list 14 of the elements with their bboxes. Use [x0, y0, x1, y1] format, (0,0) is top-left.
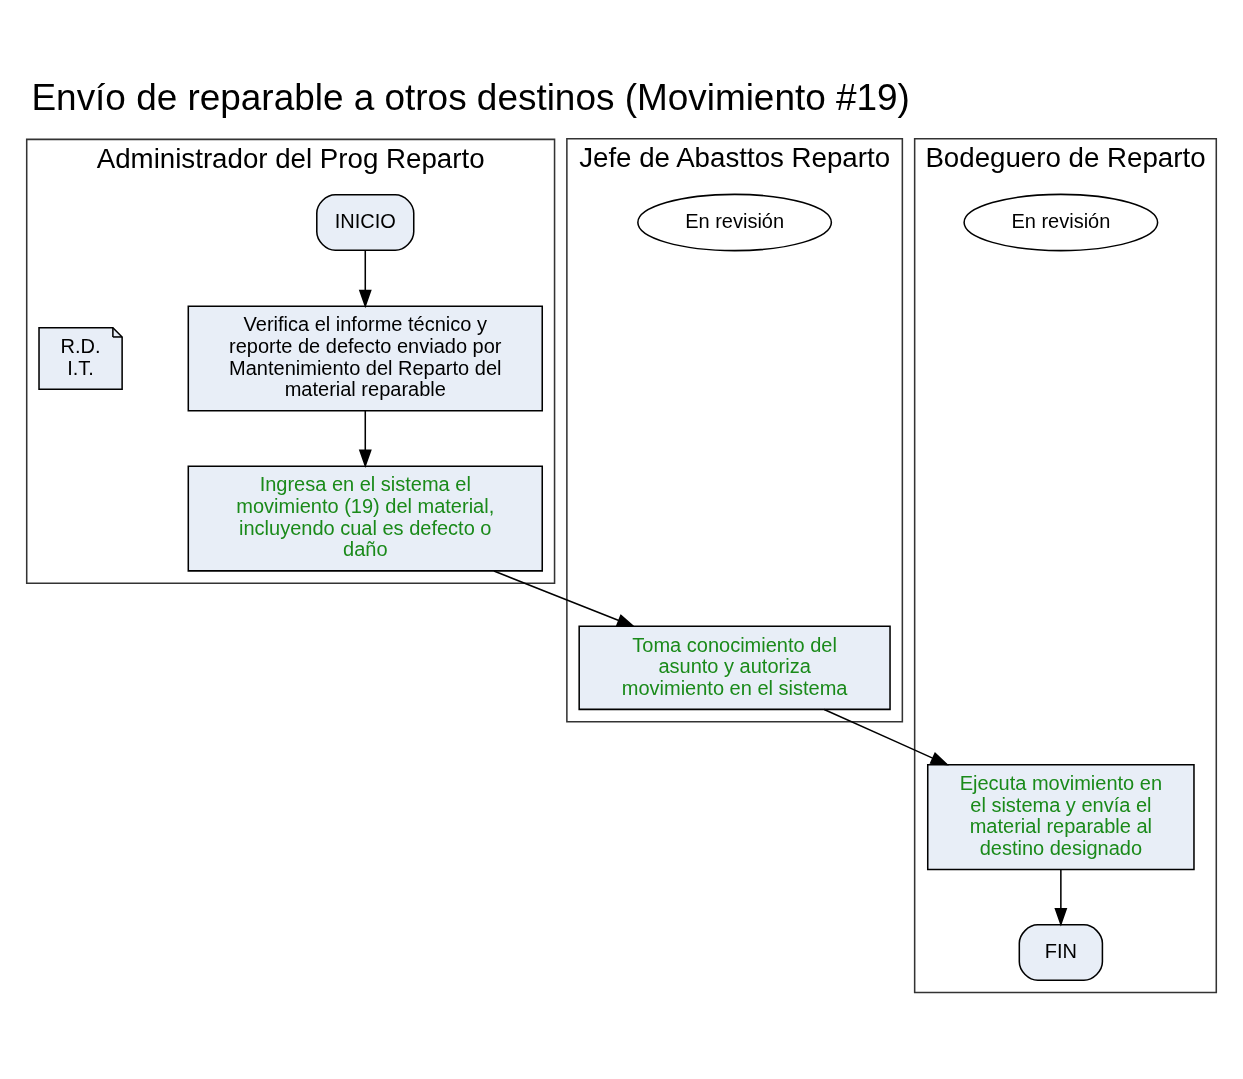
- node-box: Verifica el informe técnico y reporte de defecto enviado por Mantenimiento del Reparto del material reparable: [187, 305, 543, 412]
- arrow: [1054, 868, 1068, 927]
- diagram-title: Envío de reparable a otros destinos (Movimiento #19): [31, 76, 910, 118]
- node-ellipse: En revisión: [637, 193, 833, 252]
- node-box: INICIO: [316, 194, 415, 251]
- arrow: [358, 249, 372, 309]
- arrow: [823, 708, 950, 766]
- node-ellipse: En revisión: [963, 193, 1159, 252]
- node-box: Toma conocimiento del asunto y autoriza movimiento en el sistema: [578, 625, 891, 711]
- node-box: FIN: [1018, 924, 1104, 981]
- arrow: [358, 410, 372, 469]
- node-box: Ingresa en el sistema el movimiento (19) del material, incluyendo cual es defecto o daño: [187, 465, 543, 572]
- arrow: [493, 570, 636, 627]
- node-box: Ejecuta movimiento en el sistema y envía el material reparable al destino designado: [926, 764, 1195, 871]
